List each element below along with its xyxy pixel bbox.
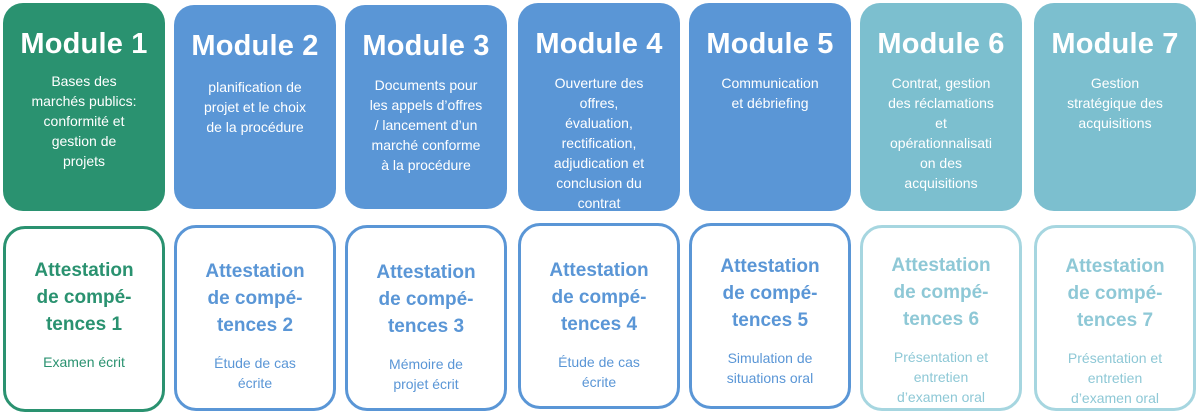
module-description: planification de projet et le choix de l… [204,79,306,135]
module-description: Documents pour les appels d’offres / lan… [369,77,483,173]
module-title: Module 2 [191,30,319,62]
attestation-card-6: Attestation de compé- tences 6 Présentati… [860,225,1022,411]
attestation-title: Attestation de compé- tences 4 [549,260,649,335]
exam-type: Présentation et entretien d’examen oral [1067,350,1163,406]
attestation-card-7: Attestation de compé- tences 7 Présentati… [1034,225,1196,411]
attestation-card-5: Attestation de compé- tences 5 Simulation… [689,223,851,409]
module-description: Bases des marchés publics: conformité et… [31,73,137,169]
module-card-5: Module 5 Communication et débriefing [689,3,851,211]
attestation-card-3: Attestation de compé- tences 3 Mémoire de… [345,225,507,411]
module-card-1: Module 1 Bases des marchés publics: confo… [3,3,165,211]
module-card-6: Module 6 Contrat, gestion des réclamation… [860,3,1022,211]
attestation-title: Attestation de compé- tences 6 [891,255,991,330]
attestation-title: Attestation de compé- tences 1 [34,260,134,335]
exam-type: Présentation et entretien d’examen oral [893,349,989,405]
attestation-title: Attestation de compé- tences 7 [1065,256,1165,331]
module-card-7: Module 7 Gestion stratégique des acquisit… [1034,3,1196,211]
module-title: Module 4 [535,28,663,60]
exam-type: Étude de cas écrite [558,354,640,390]
exam-type: Étude de cas écrite [214,355,296,391]
module-card-4: Module 4 Ouverture des offres, évaluation… [518,3,680,211]
attestation-title: Attestation de compé- tences 5 [720,256,820,331]
attestation-title: Attestation de compé- tences 2 [205,261,305,336]
exam-type: Examen écrit [43,354,125,370]
module-title: Module 5 [706,28,834,60]
module-title: Module 7 [1051,28,1179,60]
attestation-card-4: Attestation de compé- tences 4 Étude de c… [518,223,680,409]
module-description: Gestion stratégique des acquisitions [1067,75,1163,131]
exam-type: Simulation de situations oral [726,350,814,386]
module-title: Module 6 [877,28,1005,60]
module-description: Contrat, gestion des réclamations et opé… [888,75,994,191]
module-card-2: Module 2 planification de projet et le ch… [174,5,336,209]
attestation-card-1: Attestation de compé- tences 1 Examen écr… [3,226,165,412]
attestation-title: Attestation de compé- tences 3 [376,262,476,337]
module-card-3: Module 3 Documents pour les appels d’offr… [345,5,507,209]
attestation-card-2: Attestation de compé- tences 2 Étude de c… [174,225,336,411]
module-description: Communication et débriefing [721,75,819,111]
module-description: Ouverture des offres, évaluation, rectif… [553,75,645,211]
exam-type: Mémoire de projet écrit [389,356,463,392]
module-title: Module 1 [20,28,148,60]
module-title: Module 3 [362,30,490,62]
